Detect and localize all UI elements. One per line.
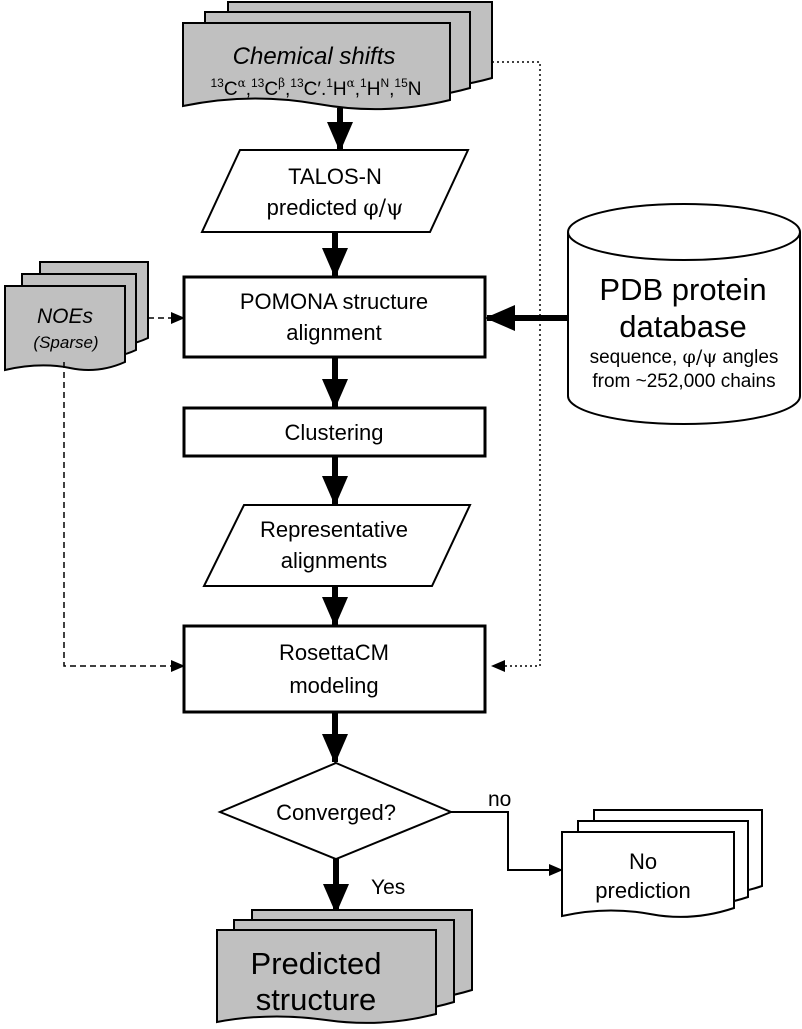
no-label: no (488, 788, 511, 811)
representative-label: Representative (260, 517, 408, 542)
chemical-shifts-document: Chemical shifts 13Cα,13Cβ,13C′.1Hα,1HN,1… (182, 1, 493, 111)
pomona-box: POMONA structure alignment (182, 275, 487, 359)
talos-predicted-label: predicted φ/ψ (267, 195, 404, 221)
talos-n-box: TALOS-N predicted φ/ψ (200, 149, 470, 233)
converged-label: Converged? (276, 800, 396, 825)
chemical-shifts-title: Chemical shifts (233, 43, 396, 70)
no-prediction-label-1: No (629, 849, 657, 874)
noes-sparse-label: (Sparse) (33, 333, 98, 352)
modeling-label: modeling (289, 673, 378, 698)
pdb-title: PDB protein (599, 272, 766, 307)
alignments-label: alignments (281, 548, 387, 573)
noes-to-rosetta-dashed (63, 362, 185, 672)
no-prediction-label-2: prediction (595, 878, 690, 903)
structure-label: structure (256, 982, 377, 1017)
no-branch-line (451, 811, 563, 876)
clustering-box: Clustering (182, 406, 487, 458)
pdb-database-label: database (619, 309, 747, 344)
noes-label: NOEs (37, 305, 94, 328)
pdb-sequence-label: sequence, φ/ψ angles (590, 346, 779, 368)
chemical-shifts-nuclei: 13Cα,13Cβ,13C′.1Hα,1HN,15N (211, 76, 422, 100)
no-prediction-document: No prediction (561, 809, 763, 918)
predicted-structure-document: Predicted structure (216, 909, 473, 1024)
pdb-chains-label: from ~252,000 chains (592, 371, 775, 392)
representative-alignments-box: Representative alignments (202, 504, 472, 587)
clustering-label: Clustering (284, 420, 383, 445)
rosettacm-label: RosettaCM (279, 640, 389, 665)
rosettacm-box: RosettaCM modeling (182, 624, 487, 714)
pomona-label: POMONA structure (240, 289, 428, 314)
converged-decision: Converged? (217, 761, 454, 861)
yes-label: Yes (371, 876, 405, 899)
predicted-label: Predicted (251, 946, 382, 981)
pomona-alignment-label: alignment (286, 320, 381, 345)
noes-document: NOEs (Sparse) (4, 261, 149, 372)
talos-n-label: TALOS-N (288, 164, 382, 189)
chemical-shifts-to-rosetta-dotted (491, 61, 541, 672)
pdb-database-cylinder: PDB protein database sequence, φ/ψ angle… (567, 203, 801, 425)
